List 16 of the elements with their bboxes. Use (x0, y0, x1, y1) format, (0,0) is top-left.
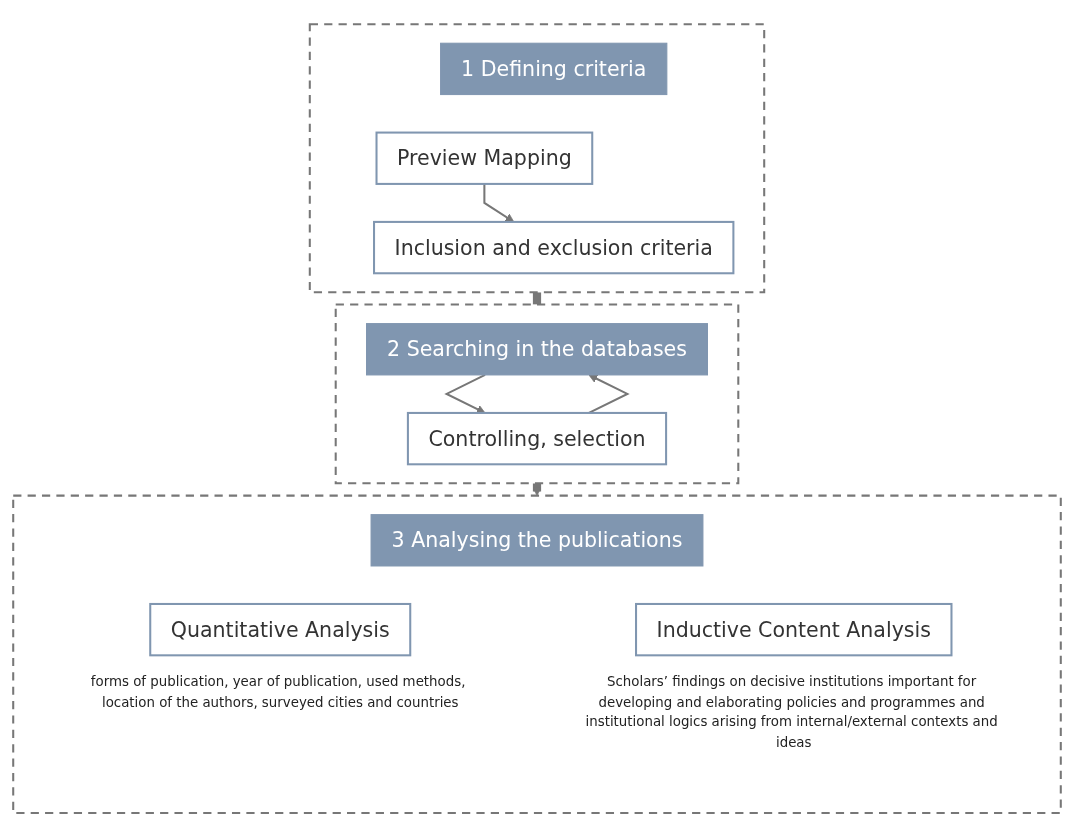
node-box: Inclusion and exclusion criteria (373, 221, 735, 275)
arrow (483, 184, 515, 223)
node-box: 3 Analysing the publications (370, 514, 704, 567)
cluster (12, 495, 1062, 815)
connector (532, 292, 542, 305)
node-box: Controlling, selection (406, 412, 668, 466)
arrow (444, 374, 486, 414)
node-box: Preview Mapping (375, 131, 594, 186)
node-label: Scholars’ findings on decisive institutions important for developing and elaborating policies and programmes and institutional logics arising from internal/external contexts and ideas (585, 674, 998, 750)
node-box: 1 Defining criteria (440, 43, 668, 96)
cluster (334, 303, 740, 485)
node-label: forms of publication, year of publication, used methods, location of the authors, surveyed cities and countries (90, 674, 466, 710)
node-box: Inductive Content Analysis (635, 603, 953, 657)
node-box: Quantitative Analysis (149, 603, 412, 657)
cluster (308, 23, 766, 294)
node-box: 2 Searching in the databases (366, 323, 708, 376)
